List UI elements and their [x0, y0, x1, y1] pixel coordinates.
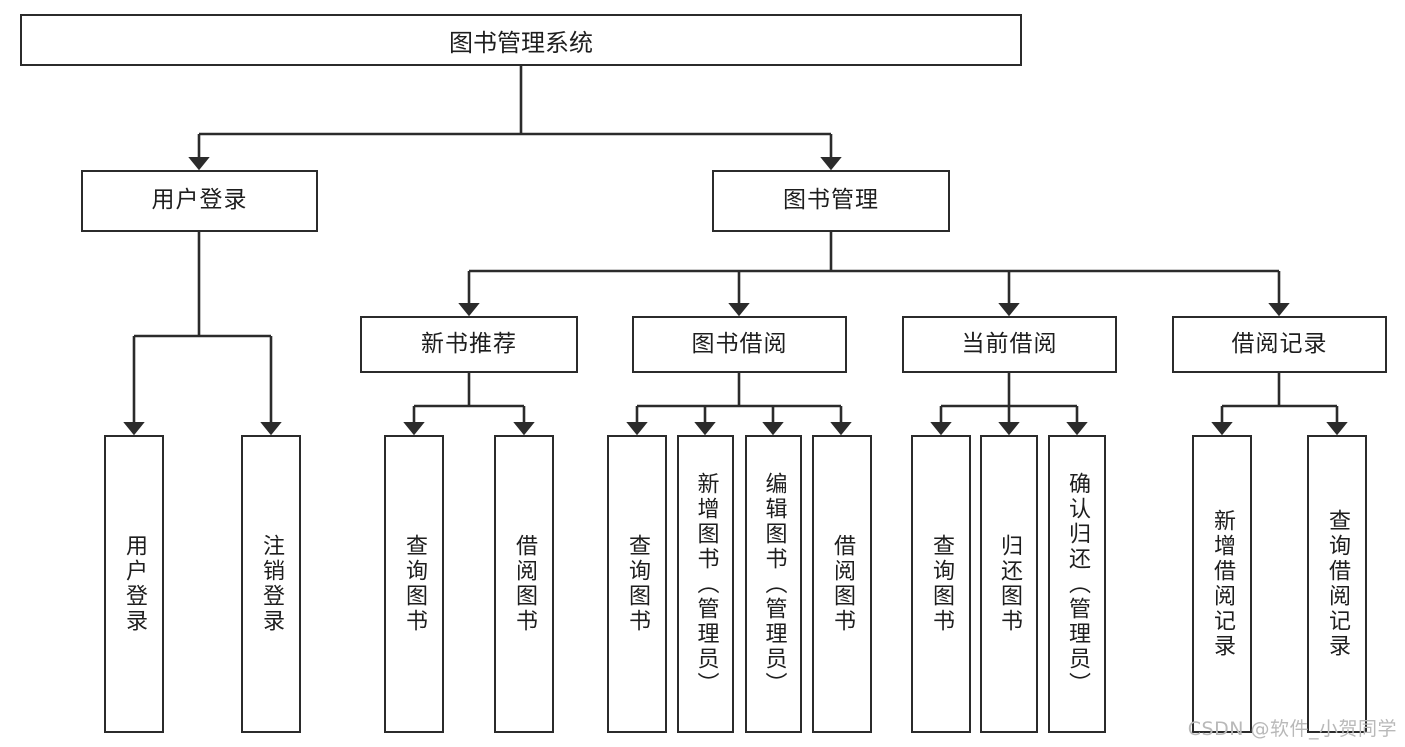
node-book-borrow[interactable]: 图书借阅 [632, 316, 847, 373]
leaf-query-book-borrow[interactable]: 查询图书 [607, 435, 667, 733]
node-label: 当前借阅 [961, 330, 1058, 357]
node-current-borrow[interactable]: 当前借阅 [902, 316, 1117, 373]
leaf-edit-book-admin[interactable]: 编辑图书（管理员） [745, 435, 802, 733]
node-label: 查询借阅记录 [1325, 509, 1350, 659]
leaf-add-book-admin[interactable]: 新增图书（管理员） [677, 435, 734, 733]
node-label: 用户登录 [122, 534, 147, 634]
node-label: 借阅图书 [512, 534, 537, 634]
leaf-add-borrow-record[interactable]: 新增借阅记录 [1192, 435, 1252, 733]
leaf-confirm-return-admin[interactable]: 确认归还（管理员） [1048, 435, 1106, 733]
leaf-query-borrow-record[interactable]: 查询借阅记录 [1307, 435, 1367, 733]
leaf-user-login[interactable]: 用户登录 [104, 435, 164, 733]
node-label: 查询图书 [929, 534, 954, 634]
node-label: 新增图书（管理员） [693, 471, 719, 697]
node-label: 编辑图书（管理员） [761, 471, 787, 697]
node-new-book-recommend[interactable]: 新书推荐 [360, 316, 578, 373]
leaf-query-book-current[interactable]: 查询图书 [911, 435, 971, 733]
node-user-login[interactable]: 用户登录 [81, 170, 318, 232]
node-label: 图书管理 [783, 187, 879, 214]
leaf-borrow-book[interactable]: 借阅图书 [812, 435, 872, 733]
node-label: 注销登录 [259, 534, 284, 634]
node-borrow-record[interactable]: 借阅记录 [1172, 316, 1387, 373]
leaf-borrow-book-recommend[interactable]: 借阅图书 [494, 435, 554, 733]
node-label: 查询图书 [625, 534, 650, 634]
node-label: 确认归还（管理员） [1065, 471, 1090, 697]
node-label: 新增借阅记录 [1210, 509, 1235, 659]
leaf-query-book-recommend[interactable]: 查询图书 [384, 435, 444, 733]
node-label: 查询图书 [402, 534, 427, 634]
leaf-return-book[interactable]: 归还图书 [980, 435, 1038, 733]
node-root-system[interactable]: 图书管理系统 [20, 14, 1022, 66]
node-label: 图书管理系统 [449, 28, 593, 57]
node-label: 用户登录 [151, 187, 248, 214]
node-label: 归还图书 [997, 534, 1022, 634]
node-label: 借阅图书 [830, 534, 855, 634]
node-book-management[interactable]: 图书管理 [712, 170, 950, 232]
node-label: 借阅记录 [1231, 330, 1328, 357]
watermark-text: CSDN @软件_小贺同学 [1187, 718, 1397, 740]
node-label: 图书借阅 [691, 330, 788, 357]
node-label: 新书推荐 [421, 330, 517, 357]
leaf-user-logout[interactable]: 注销登录 [241, 435, 301, 733]
